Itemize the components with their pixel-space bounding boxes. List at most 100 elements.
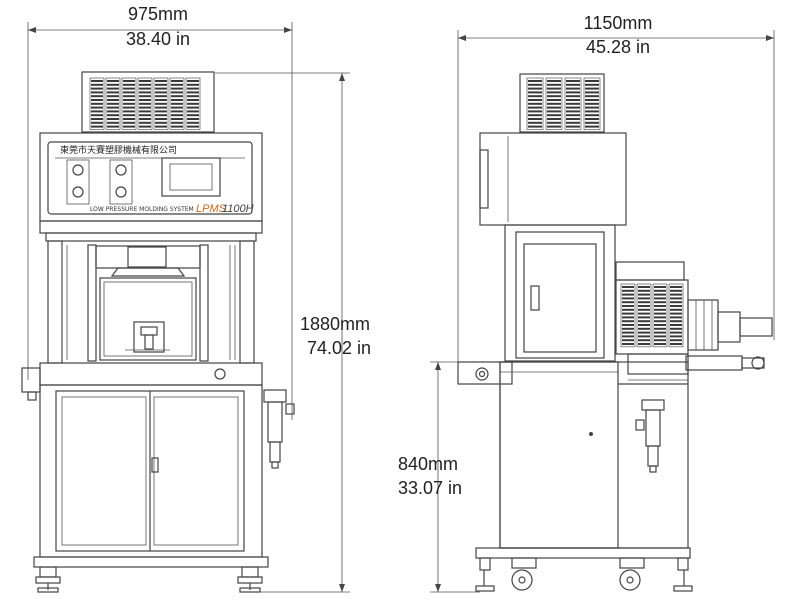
louver-slat (123, 106, 135, 109)
total-height-in-label: 74.02 in (307, 338, 371, 358)
louver-slat (528, 87, 542, 90)
louver-slat (187, 114, 199, 117)
louver-slat (566, 99, 580, 101)
louver-slat (585, 125, 599, 128)
louver-slat (654, 331, 666, 334)
louver-slat (585, 110, 599, 113)
louver-slat (638, 320, 650, 323)
louver-slat (566, 83, 580, 86)
louver-slat (187, 87, 199, 90)
louver-slat (187, 125, 199, 128)
louver-slat (654, 305, 666, 307)
louver-slat (187, 83, 199, 86)
louver-slat (638, 327, 650, 330)
louver-slat (123, 87, 135, 90)
louver-column (545, 77, 563, 130)
louver-slat (670, 312, 682, 315)
louver-slat (528, 106, 542, 109)
table-height-in-label: 33.07 in (398, 478, 462, 498)
louver-slat (585, 80, 599, 82)
louver-slat (654, 297, 666, 300)
louver-slat (155, 87, 167, 90)
louver-slat (654, 339, 666, 342)
louver-slat (155, 102, 167, 105)
louver-slat (171, 106, 183, 109)
louver-slat (155, 91, 167, 94)
louver-slat (622, 305, 634, 307)
louver-slat (622, 320, 634, 323)
louver-slat (107, 118, 119, 120)
louver-slat (622, 301, 634, 304)
touchscreen-frame (161, 157, 221, 197)
louver-slat (585, 121, 599, 124)
louver-slat (139, 80, 151, 82)
louver-slat (670, 305, 682, 307)
louver-slat (139, 106, 151, 109)
louver-slat (670, 343, 682, 345)
louver-column (636, 283, 652, 348)
front-control-panel: 東莞市天賽塑膠機械有限公司 LOW PRESSURE MOLDING SYSTE… (39, 132, 263, 222)
touchscreen-display (169, 163, 213, 191)
louver-slat (139, 118, 151, 120)
louver-slat (139, 91, 151, 94)
louver-slat (638, 297, 650, 300)
louver-slat (155, 118, 167, 120)
brand-label: LPMS (196, 203, 227, 215)
louver-slat (638, 343, 650, 345)
louver-slat (187, 95, 199, 98)
louver-slat (654, 308, 666, 311)
louver-slat (107, 121, 119, 124)
louver-slat (547, 114, 561, 117)
louver-slat (139, 125, 151, 128)
louver-slat (528, 83, 542, 86)
louver-slat (528, 118, 542, 120)
louver-slat (528, 80, 542, 82)
louver-slat (171, 95, 183, 98)
louver-slat (638, 301, 650, 304)
louver-column (137, 77, 153, 130)
system-label: LOW PRESSURE MOLDING SYSTEM (90, 206, 194, 213)
model-label: 1100H (222, 203, 254, 215)
louver-column (583, 77, 601, 130)
filter-regulator-head (263, 389, 287, 403)
louver-slat (171, 87, 183, 90)
company-name-label: 東莞市天賽塑膠機械有限公司 (60, 144, 177, 156)
louver-slat (654, 301, 666, 304)
louver-slat (155, 106, 167, 109)
louver-slat (622, 335, 634, 338)
side-cooling-unit (519, 73, 605, 133)
louver-column (121, 77, 137, 130)
louver-slat (566, 114, 580, 117)
louver-slat (670, 320, 682, 323)
louver-slat (123, 95, 135, 98)
louver-slat (139, 87, 151, 90)
louver-slat (622, 343, 634, 345)
louver-slat (670, 289, 682, 292)
side-base (475, 547, 693, 592)
louver-slat (139, 102, 151, 105)
louver-slat (566, 102, 580, 105)
front-press-frame (39, 220, 263, 364)
side-depth-mm-label: 1150mm (584, 13, 653, 33)
louver-slat (107, 83, 119, 86)
louver-slat (139, 110, 151, 113)
louver-slat (91, 95, 103, 98)
louver-slat (171, 110, 183, 113)
louver-slat (547, 118, 561, 120)
louver-slat (622, 293, 634, 296)
foot-left (35, 576, 61, 584)
louver-slat (547, 91, 561, 94)
louver-column (526, 77, 544, 130)
side-injection-unit (615, 261, 773, 381)
louver-slat (171, 83, 183, 86)
table-height-mm-label: 840mm (398, 454, 458, 474)
louver-slat (670, 301, 682, 304)
louver-slat (171, 114, 183, 117)
louver-slat (107, 102, 119, 105)
louver-column (153, 77, 169, 130)
front-table-top (21, 362, 263, 401)
louver-column (105, 77, 121, 130)
louver-slat (638, 286, 650, 288)
louver-slat (670, 335, 682, 338)
